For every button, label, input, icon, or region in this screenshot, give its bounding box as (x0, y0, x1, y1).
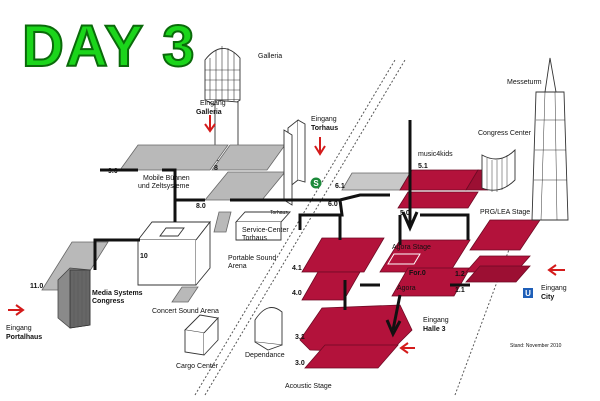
eingang-galleria-label: Eingang (200, 100, 226, 107)
s-badge-text: S (313, 179, 319, 188)
s-bahn-icon (310, 177, 322, 189)
down-arrow-icon-2 (385, 294, 402, 338)
congress-center-building (481, 148, 516, 192)
service-center-label: Service-Center (242, 227, 289, 234)
hall-4-1 (301, 237, 385, 273)
zeltsysteme-label: und Zeltsysteme (138, 183, 189, 190)
hall-number-3-1: 3.1 (295, 334, 305, 341)
u-badge-text: U (525, 289, 531, 298)
music4kids-label: music4kids (418, 151, 453, 158)
congress-center-label: Congress Center (478, 130, 532, 137)
acoustic-stage-label: Acoustic Stage (285, 383, 332, 390)
concert-sound-arena-block (171, 286, 199, 303)
hall-number-3-0: 3.0 (295, 360, 305, 367)
torhaus-entrance-name: Torhaus (311, 125, 338, 132)
halle3-entrance-name: Halle 3 (423, 326, 446, 333)
rail-line-2 (204, 59, 406, 396)
hall-6-1 (341, 172, 411, 191)
hall-3-0 (304, 344, 399, 369)
hall-9-0 (119, 144, 229, 171)
hall-5-1 (399, 169, 479, 191)
hall-3-1 (299, 304, 413, 353)
mobile-buehnen-label: Mobile Bühnen (143, 175, 190, 182)
eingang-torhaus-label: Eingang (311, 116, 337, 123)
agora-stage-label: Agora Stage (392, 244, 431, 251)
messeturm-tower (531, 57, 569, 221)
hall-10-building (137, 220, 211, 286)
hall-number-5-0: 5.0 (400, 210, 410, 217)
portable-sound-label: Portable Sound (228, 255, 276, 262)
agora-label: Agora (397, 285, 416, 292)
entrance-arrow-icon-galleria (204, 115, 216, 133)
dependance-label: Dependance (245, 352, 285, 359)
stand-date-label: Stand: November 2010 (510, 343, 562, 349)
hall-number-4-0: 4.0 (292, 290, 302, 297)
hall-8-lower (204, 171, 286, 201)
galleria-label: Galleria (258, 53, 282, 60)
eingang-portalhaus-label: Eingang (6, 325, 32, 332)
down-arrow-icon (401, 120, 419, 232)
concert-sound-arena-label: Concert Sound Arena (152, 308, 219, 315)
rail-line (194, 59, 396, 396)
day-title: DAY 3 (22, 14, 196, 79)
hall-number-1-2: 1.2 (455, 271, 465, 278)
hall-number-5-1: 5.1 (418, 163, 428, 170)
messeturm-label: Messeturm (507, 79, 542, 86)
entrance-arrow-icon-city (547, 264, 565, 276)
media-systems-congress-label: Congress (92, 298, 124, 305)
agora-stage (387, 253, 421, 265)
city-entrance-name: City (541, 294, 554, 301)
torhaus-tower (283, 119, 306, 206)
hall-prg-lea-stage (469, 219, 541, 251)
walkway (93, 168, 470, 310)
hall-number-8-0: 8.0 (196, 203, 206, 210)
eingang-halle3-label: Eingang (423, 317, 449, 324)
portable-sound-arena-label: Arena (228, 263, 247, 270)
torhaus-small-label: Torhaus (270, 210, 288, 216)
hall-number-11-0: 11.0 (30, 283, 43, 290)
hall-5-0 (397, 191, 479, 209)
entrance-arrow-icon-torhaus (314, 137, 326, 156)
hall-number-9-0: 9.0 (108, 168, 118, 175)
entrance-arrow-icon-portalhaus (8, 304, 25, 316)
rail-line-3 (454, 219, 521, 396)
hall-1-1 (465, 265, 531, 283)
hall-number-6-1: 6.1 (335, 183, 345, 190)
forum-0-label: For.0 (409, 270, 426, 277)
hall-number-6-0: 6.0 (328, 201, 338, 208)
hall-number-10: 10 (140, 253, 148, 260)
hall-4-0 (301, 271, 361, 301)
eingang-city-label: Eingang (541, 285, 567, 292)
entrance-arrow-icon-halle3 (399, 342, 415, 354)
hall-number-1-1: 1.1 (455, 287, 465, 294)
galleria-entrance-name: Galleria (196, 109, 222, 116)
hall-number-8: 8 (214, 165, 218, 172)
portable-sound-arena-block (213, 211, 232, 233)
portalhaus-entrance-name: Portalhaus (6, 334, 42, 341)
cargo-center-label: Cargo Center (176, 363, 219, 370)
media-systems-congress-building (57, 267, 91, 329)
prg-lea-stage-label: PRG/LEA Stage (480, 209, 530, 216)
dependance-building (254, 307, 283, 351)
u-bahn-icon (523, 288, 533, 298)
cargo-center-building (184, 314, 219, 356)
media-systems-label: Media Systems (92, 290, 143, 297)
hall-number-4-1: 4.1 (292, 265, 302, 272)
service-center-torhaus-label: Torhaus (242, 235, 267, 242)
